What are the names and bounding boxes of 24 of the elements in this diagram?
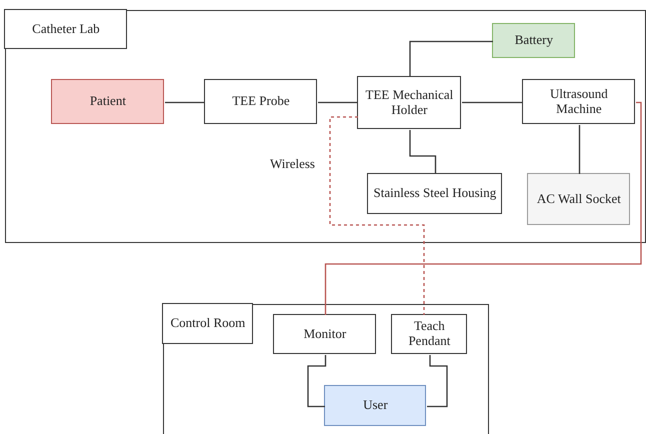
component-box: Ultrasound Machine <box>522 79 636 124</box>
dashed-connector <box>329 116 425 315</box>
component-box: Stainless Steel Housing <box>367 173 502 214</box>
component-box: Battery <box>492 23 576 58</box>
component-box: User <box>324 385 426 426</box>
connector-line <box>318 102 358 104</box>
component-box: AC Wall Socket <box>527 173 630 226</box>
area-frame <box>163 304 489 434</box>
connector-line <box>462 102 523 104</box>
component-box: TEE Probe <box>204 79 318 124</box>
connector-line <box>307 355 326 408</box>
component-box: Teach Pendant <box>391 314 468 354</box>
connector-line <box>324 102 642 315</box>
connector-line <box>427 355 448 408</box>
component-box: Patient <box>51 79 164 124</box>
area-title: Control Room <box>162 303 254 344</box>
connector-line <box>578 125 580 174</box>
component-box: Monitor <box>273 314 376 354</box>
connector-line <box>165 102 205 104</box>
connector-line <box>409 40 493 77</box>
area-title: Catheter Lab <box>4 9 128 50</box>
connector-line <box>409 130 436 174</box>
area-frame <box>5 10 646 243</box>
component-box: TEE Mechanical Holder <box>357 76 462 130</box>
